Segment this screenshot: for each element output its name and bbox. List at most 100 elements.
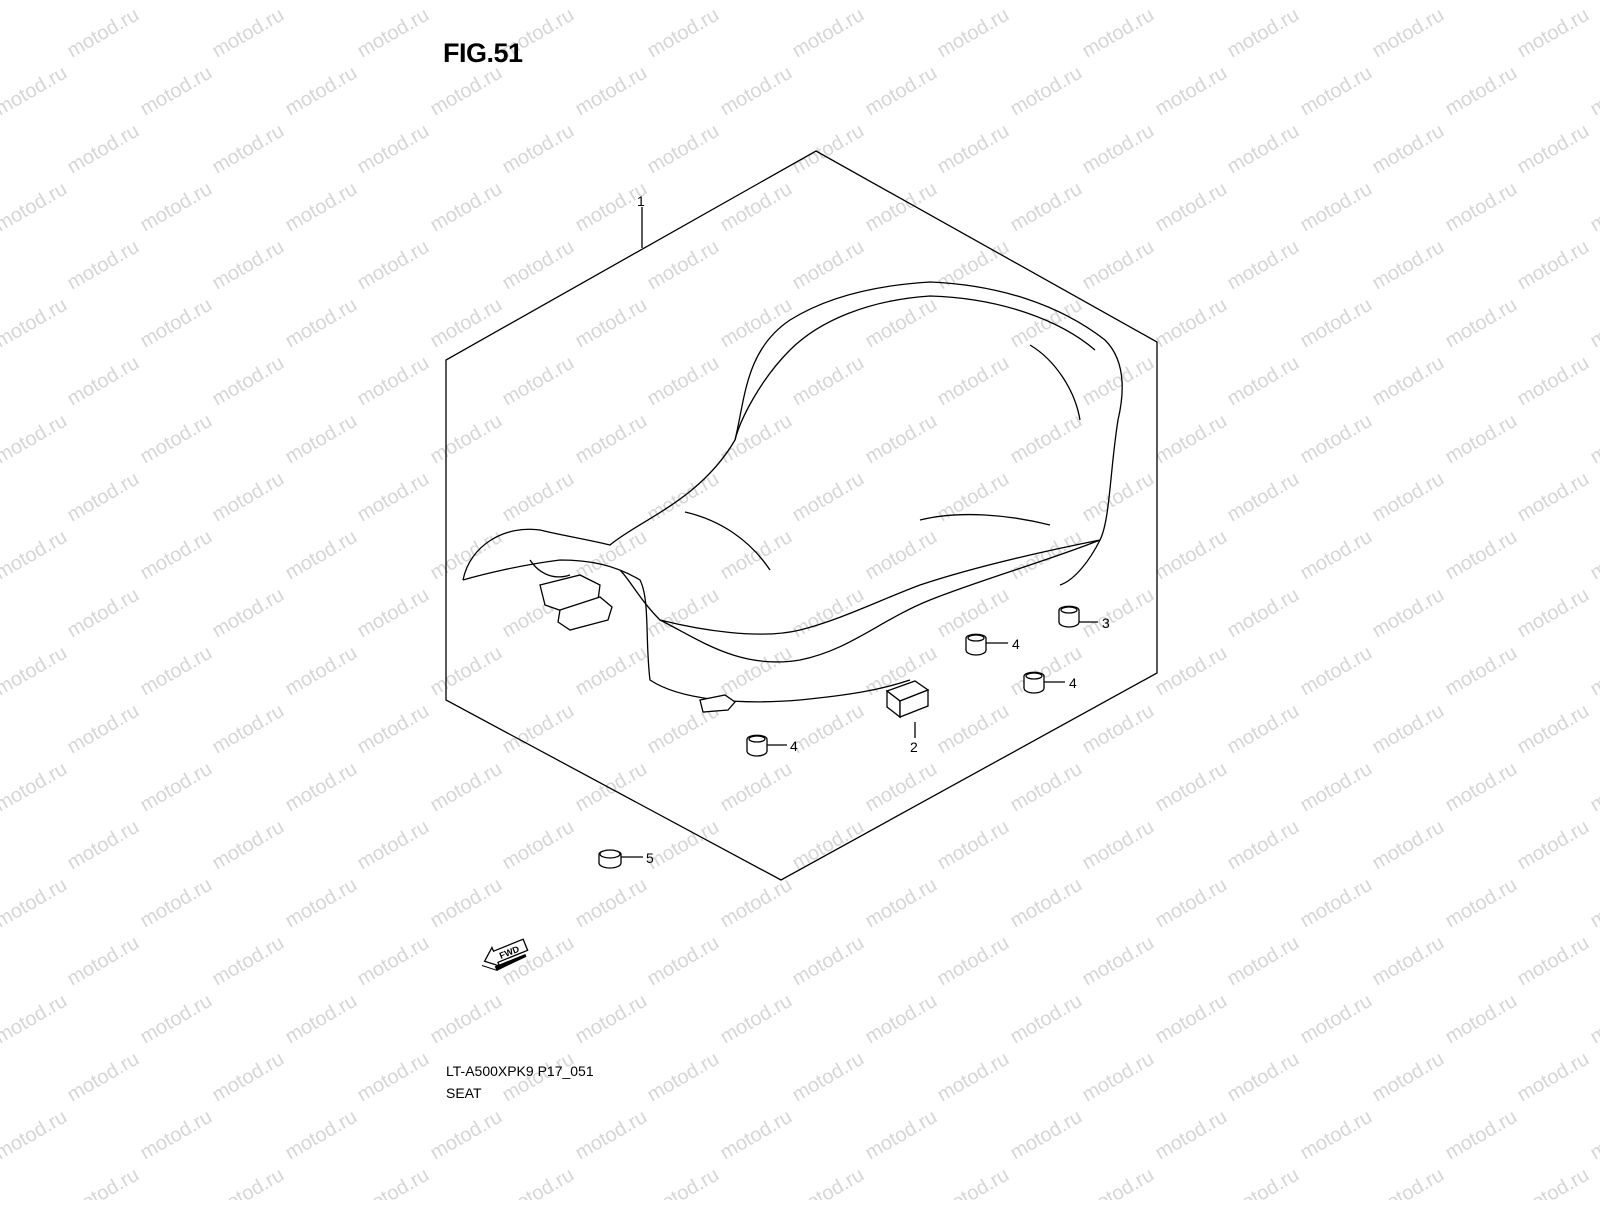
watermark-text: motod.ru (1442, 0, 1521, 4)
watermark-text: motod.ru (862, 294, 941, 353)
watermark-text: motod.ru (282, 642, 361, 701)
watermark-text: motod.ru (427, 62, 506, 121)
watermark-text: motod.ru (862, 0, 941, 4)
watermark-text: motod.ru (1297, 0, 1376, 4)
watermark-text: motod.ru (934, 700, 1013, 759)
watermark-text: motod.ru (0, 990, 71, 1049)
watermark-text: motod.ru (1297, 1106, 1376, 1165)
watermark-text: motod.ru (427, 294, 506, 353)
watermark-text: motod.ru (717, 410, 796, 469)
watermark-text: motod.ru (137, 178, 216, 237)
watermark-text: motod.ru (1514, 700, 1593, 759)
watermark-text: motod.ru (1369, 1164, 1448, 1200)
watermark-text: motod.ru (572, 874, 651, 933)
watermark-text: motod.ru (1224, 468, 1303, 527)
watermark-text: motod.ru (862, 1106, 941, 1165)
watermark-text: motod.ru (0, 0, 71, 4)
watermark-text: motod.ru (1514, 352, 1593, 411)
watermark-text: motod.ru (137, 62, 216, 121)
watermark-text: motod.ru (1297, 758, 1376, 817)
watermark-text: motod.ru (1224, 584, 1303, 643)
watermark-text: motod.ru (64, 700, 143, 759)
watermark-text: motod.ru (209, 1164, 288, 1200)
watermark-text: motod.ru (0, 526, 71, 585)
watermark-text: motod.ru (1442, 1106, 1521, 1165)
watermark-text: motod.ru (789, 352, 868, 411)
watermark-text: motod.ru (1007, 410, 1086, 469)
watermark-text: motod.ru (1152, 0, 1231, 4)
watermark-text: motod.ru (209, 932, 288, 991)
watermark-text: motod.ru (1079, 1164, 1158, 1200)
watermark-text: motod.ru (717, 642, 796, 701)
watermark-text: motod.ru (572, 0, 651, 4)
watermark-text: motod.ru (427, 0, 506, 4)
watermark-text: motod.ru (644, 932, 723, 991)
watermark-text: motod.ru (934, 468, 1013, 527)
watermark-text: motod.ru (0, 294, 71, 353)
watermark-text: motod.ru (1297, 642, 1376, 701)
watermark-text: motod.ru (1369, 584, 1448, 643)
watermark-text: motod.ru (282, 410, 361, 469)
watermark-text: motod.ru (1007, 1106, 1086, 1165)
watermark-text: motod.ru (862, 410, 941, 469)
watermark-text: motod.ru (1297, 410, 1376, 469)
watermark-text: motod.ru (209, 4, 288, 63)
part-3-cushion (1059, 606, 1079, 627)
watermark-text: motod.ru (137, 294, 216, 353)
watermark-text: motod.ru (1514, 1164, 1593, 1200)
watermark-text: motod.ru (644, 236, 723, 295)
watermark-text: motod.ru (1007, 990, 1086, 1049)
watermark-text: motod.ru (862, 526, 941, 585)
watermark-text: motod.ru (427, 1106, 506, 1165)
watermark-text: motod.ru (209, 120, 288, 179)
watermark-text: motod.ru (1369, 236, 1448, 295)
watermark-text: motod.ru (209, 700, 288, 759)
watermark-text: motod.ru (862, 758, 941, 817)
watermark-text: motod.ru (1369, 700, 1448, 759)
watermark-text: motod.ru (282, 178, 361, 237)
watermark-text: motod.ru (64, 236, 143, 295)
watermark-text: motod.ru (862, 990, 941, 1049)
watermark-text: motod.ru (1442, 178, 1521, 237)
watermark-text: motod.ru (0, 874, 71, 933)
watermark-text: motod.ru (0, 178, 71, 237)
watermark-text: motod.ru (717, 990, 796, 1049)
watermark-text: motod.ru (1079, 700, 1158, 759)
watermark-text: motod.ru (282, 758, 361, 817)
watermark-text: motod.ru (1079, 120, 1158, 179)
watermark-text: motod.ru (1442, 874, 1521, 933)
watermark-text: motod.ru (572, 62, 651, 121)
watermark-text: motod.ru (1587, 1106, 1600, 1165)
watermark-text: motod.ru (64, 468, 143, 527)
watermark-text: motod.ru (499, 468, 578, 527)
watermark-text: motod.ru (934, 352, 1013, 411)
watermark-text: motod.ru (1514, 120, 1593, 179)
watermark-text: motod.ru (1224, 236, 1303, 295)
callout-4b: 4 (1069, 675, 1077, 691)
watermark-text: motod.ru (789, 1164, 868, 1200)
watermark-text: motod.ru (354, 120, 433, 179)
watermark-text: motod.ru (282, 1106, 361, 1165)
watermark-text: motod.ru (64, 1164, 143, 1200)
watermark-text: motod.ru (282, 294, 361, 353)
watermark-text: motod.ru (354, 236, 433, 295)
callout-3: 3 (1102, 615, 1110, 631)
figure-label: FIG.51 (443, 38, 523, 69)
watermark-text: motod.ru (934, 932, 1013, 991)
watermark-text: motod.ru (0, 62, 71, 121)
watermark-text: motod.ru (572, 1106, 651, 1165)
watermark-text: motod.ru (1442, 410, 1521, 469)
watermark-text: motod.ru (1587, 758, 1600, 817)
watermark-text: motod.ru (572, 410, 651, 469)
watermark-text: motod.ru (1587, 874, 1600, 933)
watermark-text: motod.ru (209, 584, 288, 643)
watermark-text: motod.ru (1224, 700, 1303, 759)
watermark-text: motod.ru (789, 700, 868, 759)
watermark-text: motod.ru (1514, 236, 1593, 295)
watermark-text: motod.ru (354, 584, 433, 643)
watermark-text: motod.ru (572, 642, 651, 701)
watermark-text: motod.ru (1297, 62, 1376, 121)
watermark-text: motod.ru (427, 758, 506, 817)
watermark-text: motod.ru (427, 410, 506, 469)
